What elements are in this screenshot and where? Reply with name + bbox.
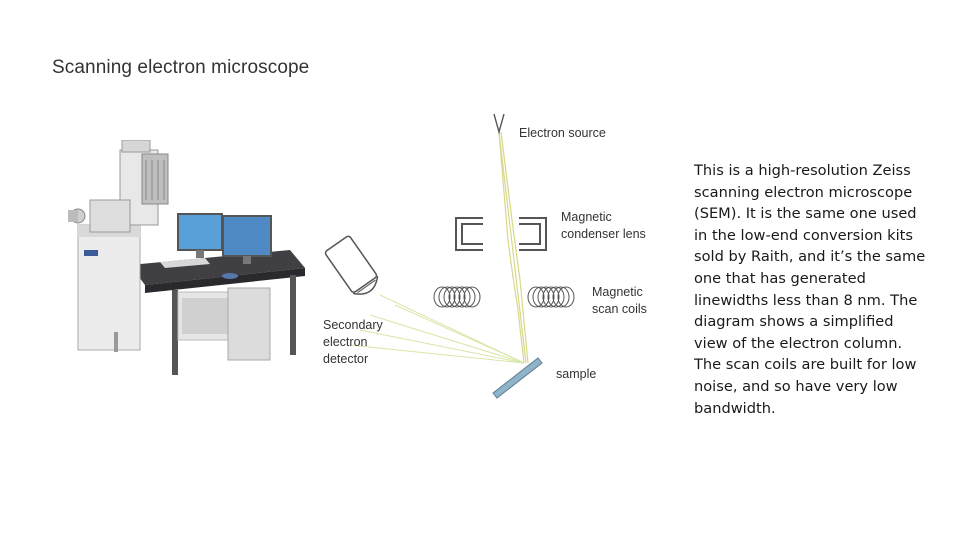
scan-coils-label-line1: Magnetic xyxy=(592,285,643,299)
electron-source-label: Electron source xyxy=(519,126,606,140)
sample-icon xyxy=(492,357,543,399)
scan-coils-icon xyxy=(433,286,575,308)
electron-source-icon xyxy=(493,113,505,135)
scan-coils-label-line2: scan coils xyxy=(592,302,647,316)
condenser-label-line1: Magnetic xyxy=(561,210,612,224)
sem-instrument-photo xyxy=(68,140,305,375)
secondary-electron-rays xyxy=(349,294,525,364)
sample-label: sample xyxy=(556,367,596,381)
condenser-lens-icon xyxy=(455,217,547,251)
detector-icon xyxy=(324,235,379,295)
detector-label-line3: detector xyxy=(323,352,368,366)
page-title: Scanning electron microscope xyxy=(52,57,310,78)
detector-label-line2: electron xyxy=(323,335,368,349)
electron-beam xyxy=(498,131,529,364)
condenser-label-line2: condenser lens xyxy=(561,227,646,241)
detector-label-line1: Secondary xyxy=(323,318,384,332)
electron-column-diagram: Electron source Magnetic condenser lens xyxy=(323,113,647,399)
description-text: This is a high-resolution Zeiss scanning… xyxy=(694,162,926,417)
